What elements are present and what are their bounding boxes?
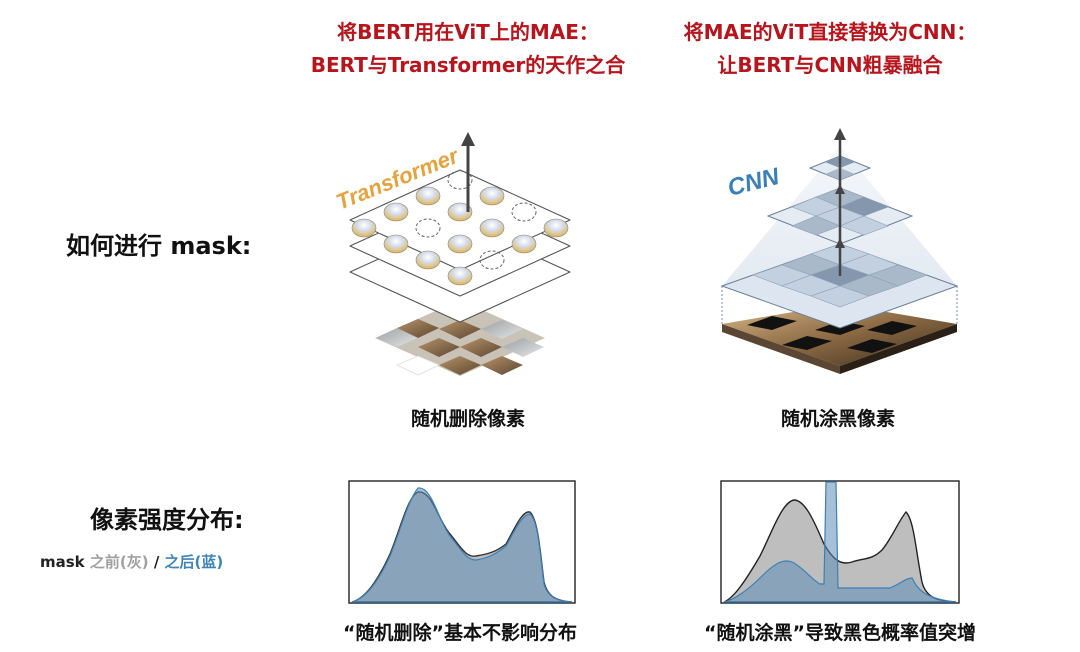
cnn-grid-large [720,243,959,329]
right-distribution-caption: “随机涂黑”导致黑色概率值突增 [704,622,976,644]
right-headline-line2: 让BERT与CNN粗暴融合 [717,53,943,77]
up-arrow-icon [461,132,475,212]
after-mask-area [351,487,573,603]
left-headline-line2: BERT与Transformer的天作之合 [310,53,626,77]
right-headline: 将MAE的ViT直接替换为CNN： 让BERT与CNN粗暴融合 [660,16,1000,82]
distribution-plot-left [348,480,576,604]
image-patches [375,300,545,376]
masked-image [722,304,957,374]
up-arrow-icon [834,128,846,276]
cnn-diagram: CNN [720,128,959,374]
legend-after: 之后(蓝) [164,553,224,571]
left-headline: 将BERT用在ViT上的MAE： BERT与Transformer的天作之合 [298,16,638,82]
mask-row-label: 如何进行 mask: [66,232,252,260]
left-distribution-caption: “随机删除”基本不影响分布 [343,622,577,644]
legend-before: 之前(灰) [89,553,149,571]
after-mask-area [723,481,957,603]
token-circles [351,170,569,286]
right-headline-line1: 将MAE的ViT直接替换为CNN： [683,20,977,44]
left-headline-line1: 将BERT用在ViT上的MAE： [337,20,599,44]
distribution-plot-right [720,480,960,604]
legend-separator: / [148,553,165,571]
legend-prefix: mask [40,553,90,571]
distribution-row-label: 像素强度分布: [90,506,244,534]
cnn-tag: CNN [725,163,783,202]
legend: mask 之前(灰) / 之后(蓝) [40,551,223,572]
transformer-diagram: Transformer [333,132,571,376]
transformer-caption: 随机删除像素 [410,408,525,430]
cnn-caption: 随机涂黑像素 [780,408,895,430]
